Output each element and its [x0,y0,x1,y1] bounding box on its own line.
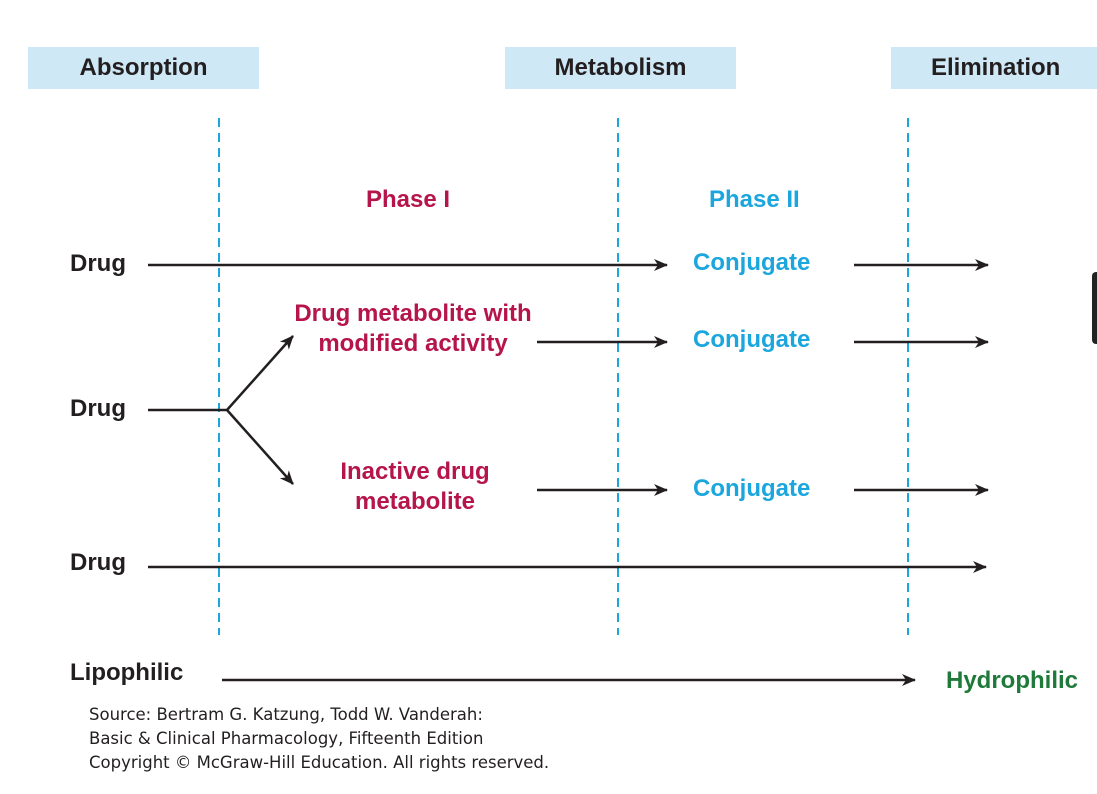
conjugate-label-2: Conjugate [693,326,811,353]
metabolite-inactive-line2: metabolite [354,487,476,515]
source-line-3: Copyright © McGraw-Hill Education. All r… [89,753,550,772]
phase1-label: Phase I [366,186,451,213]
metabolite-modified-line2: modified activity [318,329,508,357]
metabolite-inactive: Inactive drug metabolite [310,458,520,517]
phase2-label: Phase II [709,186,800,213]
drug-label-3: Drug [70,549,126,576]
drug-label-2: Drug [70,395,126,422]
header-metabolism: Metabolism [505,47,736,89]
lipophilic-label: Lipophilic [70,659,184,686]
conjugate-label-1: Conjugate [693,249,811,276]
arrow-drug2-to-modified-metabolite [226,335,294,411]
conjugate-label-3: Conjugate [693,475,811,502]
hydrophilic-label: Hydrophilic [946,667,1079,694]
edge-tab-handle[interactable] [1092,272,1097,344]
drug-label-1: Drug [70,250,126,277]
source-citation: Source: Bertram G. Katzung, Todd W. Vand… [89,703,549,775]
bottom-band [0,622,1097,794]
metabolite-modified-activity: Drug metabolite with modified activity [273,300,553,359]
metabolite-inactive-line1: Inactive drug [340,458,490,485]
header-absorption: Absorption [28,47,259,89]
source-line-2: Basic & Clinical Pharmacology, Fifteenth… [89,729,484,748]
header-elimination: Elimination [891,47,1097,89]
metabolite-modified-line1: Drug metabolite with [294,300,532,327]
source-line-1: Source: Bertram G. Katzung, Todd W. Vand… [89,705,483,724]
arrow-drug2-to-inactive-metabolite [226,409,294,485]
